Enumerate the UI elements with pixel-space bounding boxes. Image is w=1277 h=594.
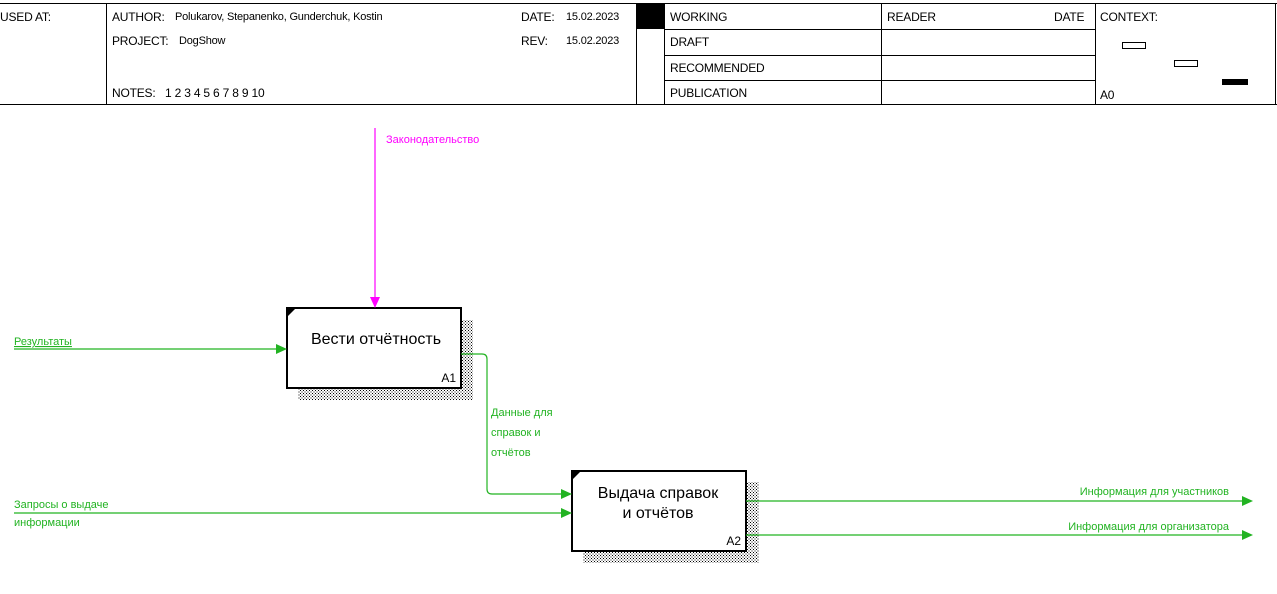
reader-label: READER bbox=[887, 10, 936, 24]
used-at-label: USED AT: bbox=[0, 10, 51, 24]
project-label: PROJECT: bbox=[112, 34, 169, 48]
header-divider bbox=[636, 3, 637, 105]
date-label: DATE: bbox=[521, 10, 555, 24]
arrowhead bbox=[276, 344, 287, 354]
header-bottom-border bbox=[0, 104, 1277, 105]
idef0-header: USED AT: AUTHOR: Polukarov, Stepanenko, … bbox=[0, 0, 1277, 106]
date-value: 15.02.2023 bbox=[566, 11, 620, 23]
arrowhead bbox=[561, 508, 572, 518]
box-corner-mark bbox=[287, 308, 296, 317]
box-title-line1: Выдача справок bbox=[598, 485, 719, 502]
activity-box-a1[interactable]: Вести отчётность A1 bbox=[286, 307, 473, 400]
status-row-divider bbox=[664, 80, 1096, 81]
arrow-output-participants[interactable]: Информация для участников bbox=[746, 486, 1253, 506]
reader-date-label: DATE bbox=[1054, 10, 1085, 24]
arrow-label-line2: информации bbox=[14, 517, 80, 529]
box-frame bbox=[571, 470, 747, 552]
arrowhead bbox=[561, 489, 572, 499]
arrow-internal-data[interactable]: Данные для справок и отчётов bbox=[461, 353, 572, 499]
arrow-control-legislation[interactable]: Законодательство bbox=[370, 128, 479, 308]
context-label: CONTEXT: bbox=[1100, 10, 1158, 24]
status-working: WORKING bbox=[670, 10, 728, 24]
box-corner-mark bbox=[572, 471, 581, 480]
header-divider bbox=[881, 3, 882, 105]
header-top-border bbox=[0, 3, 1277, 4]
header-divider bbox=[106, 3, 107, 105]
box-number: A2 bbox=[726, 534, 741, 548]
rev-label: REV: bbox=[521, 34, 548, 48]
status-recommended: RECOMMENDED bbox=[670, 61, 765, 75]
box-title-line2: и отчётов bbox=[622, 505, 693, 522]
box-number: A1 bbox=[441, 371, 456, 385]
status-publication: PUBLICATION bbox=[670, 86, 747, 100]
context-box-icon bbox=[1174, 60, 1198, 67]
arrow-label-line3: отчётов bbox=[491, 447, 531, 459]
activity-box-a2[interactable]: Выдача справок и отчётов A2 bbox=[571, 470, 759, 563]
arrow-label: Информация для участников bbox=[1080, 486, 1229, 498]
header-divider bbox=[1095, 3, 1096, 105]
arrow-label: Информация для организатора bbox=[1068, 521, 1230, 533]
arrow-label-line1: Данные для bbox=[491, 407, 553, 419]
author-label: AUTHOR: bbox=[112, 10, 165, 24]
arrowhead bbox=[1242, 530, 1253, 540]
project-value: DogShow bbox=[179, 35, 226, 47]
header-divider bbox=[664, 3, 665, 105]
arrow-input-requests[interactable]: Запросы о выдаче информации bbox=[14, 499, 572, 529]
arrow-label-line1: Запросы о выдаче bbox=[14, 499, 108, 511]
arrow-label: Законодательство bbox=[386, 134, 479, 146]
status-row-divider bbox=[664, 29, 1096, 30]
context-box-current-icon bbox=[1222, 79, 1248, 85]
author-value: Polukarov, Stepanenko, Gunderchuk, Kosti… bbox=[175, 11, 383, 23]
arrowhead bbox=[1242, 496, 1253, 506]
arrow-label: Результаты bbox=[14, 336, 72, 348]
working-status-marker bbox=[637, 4, 664, 29]
arrowhead bbox=[370, 297, 380, 308]
arrow-output-organizer[interactable]: Информация для организатора bbox=[746, 521, 1253, 540]
notes-value: 1 2 3 4 5 6 7 8 9 10 bbox=[165, 86, 265, 100]
notes-label: NOTES: bbox=[112, 86, 156, 100]
status-row-divider bbox=[664, 55, 1096, 56]
status-draft: DRAFT bbox=[670, 35, 709, 49]
arrow-input-results[interactable]: Результаты bbox=[14, 336, 287, 354]
box-title: Вести отчётность bbox=[311, 331, 441, 348]
arrow-label-line2: справок и bbox=[491, 427, 541, 439]
header-divider bbox=[1275, 3, 1276, 105]
box-frame bbox=[286, 307, 462, 389]
rev-value: 15.02.2023 bbox=[566, 35, 620, 47]
context-box-icon bbox=[1122, 42, 1146, 49]
node-number: A0 bbox=[1100, 88, 1115, 102]
